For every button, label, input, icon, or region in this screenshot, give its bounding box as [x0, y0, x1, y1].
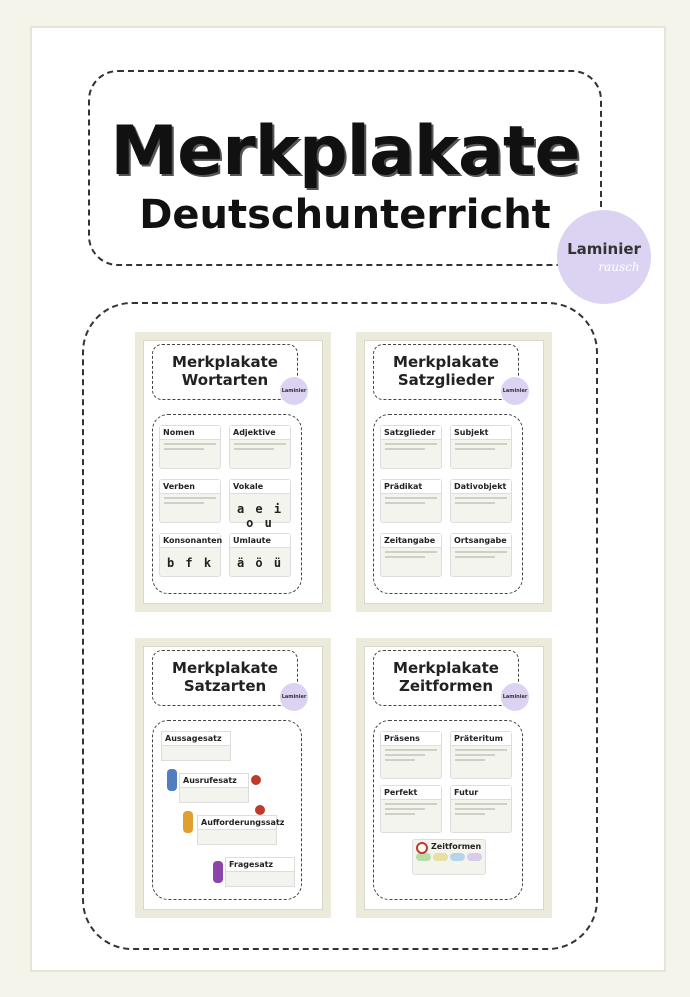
- tile-label: Subjekt: [451, 426, 511, 440]
- mini-logo: Laminier: [501, 377, 529, 405]
- tile: Präteritum: [450, 731, 512, 779]
- tile-label: Vokale: [230, 480, 290, 494]
- tile-label: Verben: [160, 480, 220, 494]
- tile: Verben: [159, 479, 221, 523]
- sentence-strip: Ausrufesatz: [179, 773, 249, 803]
- child-figure-icon: [167, 769, 177, 791]
- mini-logo: Laminier: [280, 377, 308, 405]
- card-zeitformen: Merkplakate Zeitformen Laminier Präsens …: [356, 638, 552, 918]
- consonant-letters: b f k: [166, 556, 214, 570]
- card-title: Merkplakate: [172, 659, 278, 677]
- card-title: Merkplakate: [393, 659, 499, 677]
- sentence-strip: Aufforderungssatz: [197, 815, 284, 845]
- card-title: Merkplakate: [172, 353, 278, 371]
- tense-pills: [413, 853, 485, 861]
- card-satzglieder: Merkplakate Satzglieder Laminier Satzgli…: [356, 332, 552, 612]
- tile-label: Perfekt: [381, 786, 441, 800]
- tile: Nomen: [159, 425, 221, 469]
- tile-label: Konsonanten: [160, 534, 222, 548]
- logo-subtext: rausch: [598, 260, 640, 274]
- title-box: Merkplakate Deutschunterricht: [88, 70, 602, 266]
- card-subtitle: Wortarten: [181, 371, 269, 389]
- strip-label: Aufforderungssatz: [198, 816, 284, 830]
- brand-logo: Laminier rausch: [557, 210, 651, 304]
- strip-label: Aussagesatz: [162, 732, 230, 746]
- logo-text: Laminier: [567, 240, 641, 258]
- tile: Präsens: [380, 731, 442, 779]
- tile: Vokale a e i o u: [229, 479, 291, 530]
- card-subtitle: Satzarten: [183, 677, 267, 695]
- tile-label: Zeitangabe: [381, 534, 441, 548]
- tile-label: Satzglieder: [381, 426, 441, 440]
- tile-label: Präteritum: [451, 732, 511, 746]
- tile: Adjektive: [229, 425, 291, 469]
- tile: Umlaute ä ö ü: [229, 533, 291, 577]
- tile: Satzglieder: [380, 425, 442, 469]
- page-title: Merkplakate: [110, 112, 580, 191]
- strip-label: Ausrufesatz: [180, 774, 248, 788]
- exclamation-icon: [255, 805, 265, 815]
- tile-label: Prädikat: [381, 480, 441, 494]
- tile: Dativobjekt: [450, 479, 512, 523]
- sentence-strip: Aussagesatz: [161, 731, 231, 761]
- card-body: Präsens Präteritum Perfekt Futur Zeitfor…: [373, 720, 523, 900]
- card-wortarten: Merkplakate Wortarten Laminier Nomen Adj…: [135, 332, 331, 612]
- tile-label: Umlaute: [230, 534, 290, 548]
- card-body: Satzglieder Subjekt Prädikat Dativobjekt…: [373, 414, 523, 594]
- card-subtitle: Satzglieder: [397, 371, 495, 389]
- vowel-letters: a e i o u: [236, 502, 284, 530]
- card-title-box: Merkplakate Wortarten: [152, 344, 298, 400]
- mini-logo: Laminier: [280, 683, 308, 711]
- tile-label: Adjektive: [230, 426, 290, 440]
- tile: Zeitformen: [412, 839, 486, 875]
- card-body: Nomen Adjektive Verben Vokale a e i o u …: [152, 414, 302, 594]
- tile-label: Nomen: [160, 426, 220, 440]
- card-title-box: Merkplakate Zeitformen: [373, 650, 519, 706]
- card-title-box: Merkplakate Satzglieder: [373, 344, 519, 400]
- tile: Perfekt: [380, 785, 442, 833]
- card-title-box: Merkplakate Satzarten: [152, 650, 298, 706]
- card-subtitle: Zeitformen: [398, 677, 494, 695]
- tile: Zeitangabe: [380, 533, 442, 577]
- tile-label: Ortsangabe: [451, 534, 511, 548]
- strip-label: Fragesatz: [226, 858, 294, 872]
- tile: Prädikat: [380, 479, 442, 523]
- mini-logo: Laminier: [501, 683, 529, 711]
- tile-label: Dativobjekt: [451, 480, 511, 494]
- tile-label: Präsens: [381, 732, 441, 746]
- tile: Ortsangabe: [450, 533, 512, 577]
- sentence-strip: Fragesatz: [225, 857, 295, 887]
- card-body: Aussagesatz Ausrufesatz Aufforderungssat…: [152, 720, 302, 900]
- tile-label: Zeitformen: [431, 842, 482, 851]
- child-figure-icon: [183, 811, 193, 833]
- exclamation-icon: [251, 775, 261, 785]
- tile: Konsonanten b f k: [159, 533, 222, 577]
- card-title: Merkplakate: [393, 353, 499, 371]
- clock-icon: [416, 842, 428, 854]
- tile-label: Futur: [451, 786, 511, 800]
- tile: Subjekt: [450, 425, 512, 469]
- tile: Futur: [450, 785, 512, 833]
- child-figure-icon: [213, 861, 223, 883]
- card-satzarten: Merkplakate Satzarten Laminier Aussagesa…: [135, 638, 331, 918]
- page-subtitle: Deutschunterricht: [139, 192, 551, 238]
- umlaut-letters: ä ö ü: [236, 556, 284, 570]
